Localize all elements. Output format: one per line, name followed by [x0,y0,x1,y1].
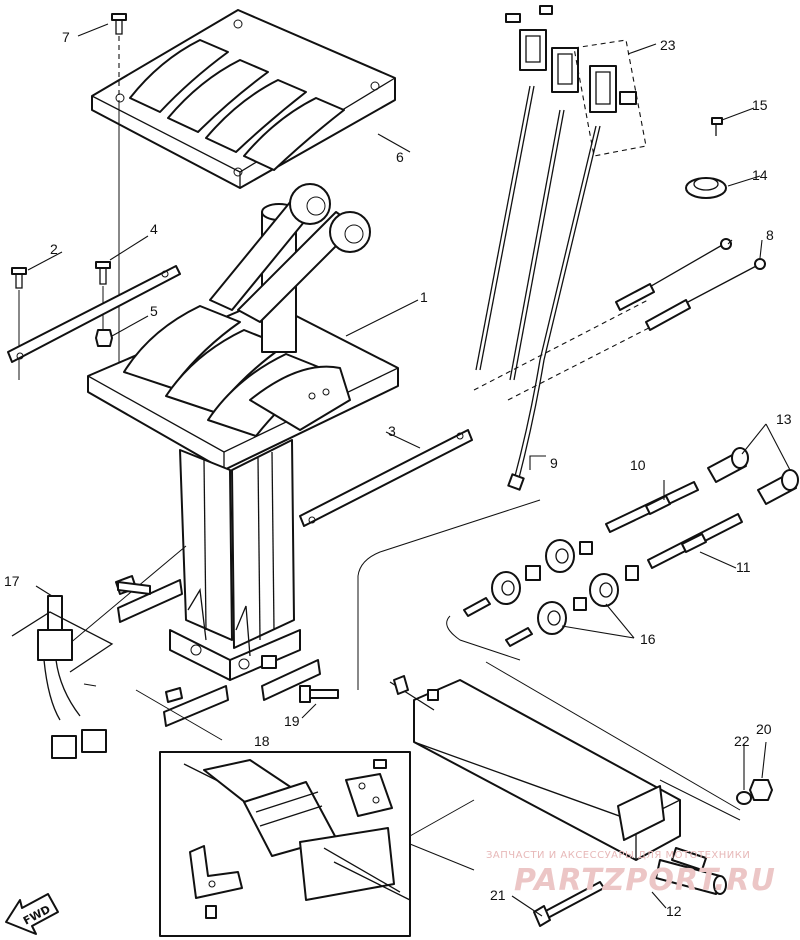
callout-22: 22 [734,733,750,749]
callout-9: 9 [550,455,558,471]
callout-21: 21 [490,887,506,903]
callout-18: 18 [254,733,270,749]
guide-lines [357,499,741,821]
inset-leader-lower [409,843,475,871]
callout-11: 11 [736,559,751,575]
actuator-housing-12 [389,675,727,895]
watermark-logo: PARTZPORT.RU [514,863,776,898]
watermark: ЗАПЧАСТИ И АКСЕССУАРЫ ДЛЯ МОТОТЕХНИКИ PA… [486,850,776,898]
callout-1: 1 [420,289,428,305]
callout-14: 14 [752,167,768,183]
callout-2: 2 [50,241,58,257]
inset-detail-18 [159,751,411,937]
bolt-19 [299,685,339,703]
watermark-tagline: ЗАПЧАСТИ И АКСЕССУАРЫ ДЛЯ МОТОТЕХНИКИ [486,850,750,861]
callout-leaders [27,23,791,917]
control-cable-11 [647,513,743,569]
callout-16: 16 [640,631,656,647]
mounting-strip-upper [7,265,181,363]
callout-6: 6 [396,149,404,165]
screw-4 [95,261,111,330]
callout-13: 13 [776,411,792,427]
callout-23: 23 [660,37,676,53]
callout-7: 7 [62,29,70,45]
control-cable-10 [605,481,699,533]
callout-4: 4 [150,221,158,237]
throttle-cables-8 [615,238,766,331]
bushings-16 [463,539,639,647]
callout-19: 19 [284,713,300,729]
callout-3: 3 [388,423,396,439]
mounting-strip-3 [299,429,473,527]
screw-15 [711,117,723,136]
control-box [87,183,399,681]
nut-20 [749,779,773,801]
callout-20: 20 [756,721,772,737]
nut-5 [95,329,113,347]
grommet-14 [685,177,727,199]
callout-labels: 7 6 2 4 1 5 3 9 10 11 13 8 14 15 23 16 1… [4,29,792,919]
cable-ends-13 [707,447,799,505]
fwd-arrow-icon: FWD [5,893,59,935]
callout-8: 8 [766,227,774,243]
top-cover [91,9,396,189]
neutral-switch [11,595,114,759]
callout-17: 17 [4,573,20,589]
callout-10: 10 [630,457,646,473]
push-pull-cables [473,85,681,491]
washer-22 [736,791,752,805]
screw-2 [11,267,27,380]
callout-5: 5 [150,303,158,319]
callout-12: 12 [666,903,682,919]
inset-leader-upper [409,799,475,837]
screw-top [111,13,127,380]
bolt-left-a [117,581,151,595]
callout-15: 15 [752,97,768,113]
cable-clips [505,5,647,157]
